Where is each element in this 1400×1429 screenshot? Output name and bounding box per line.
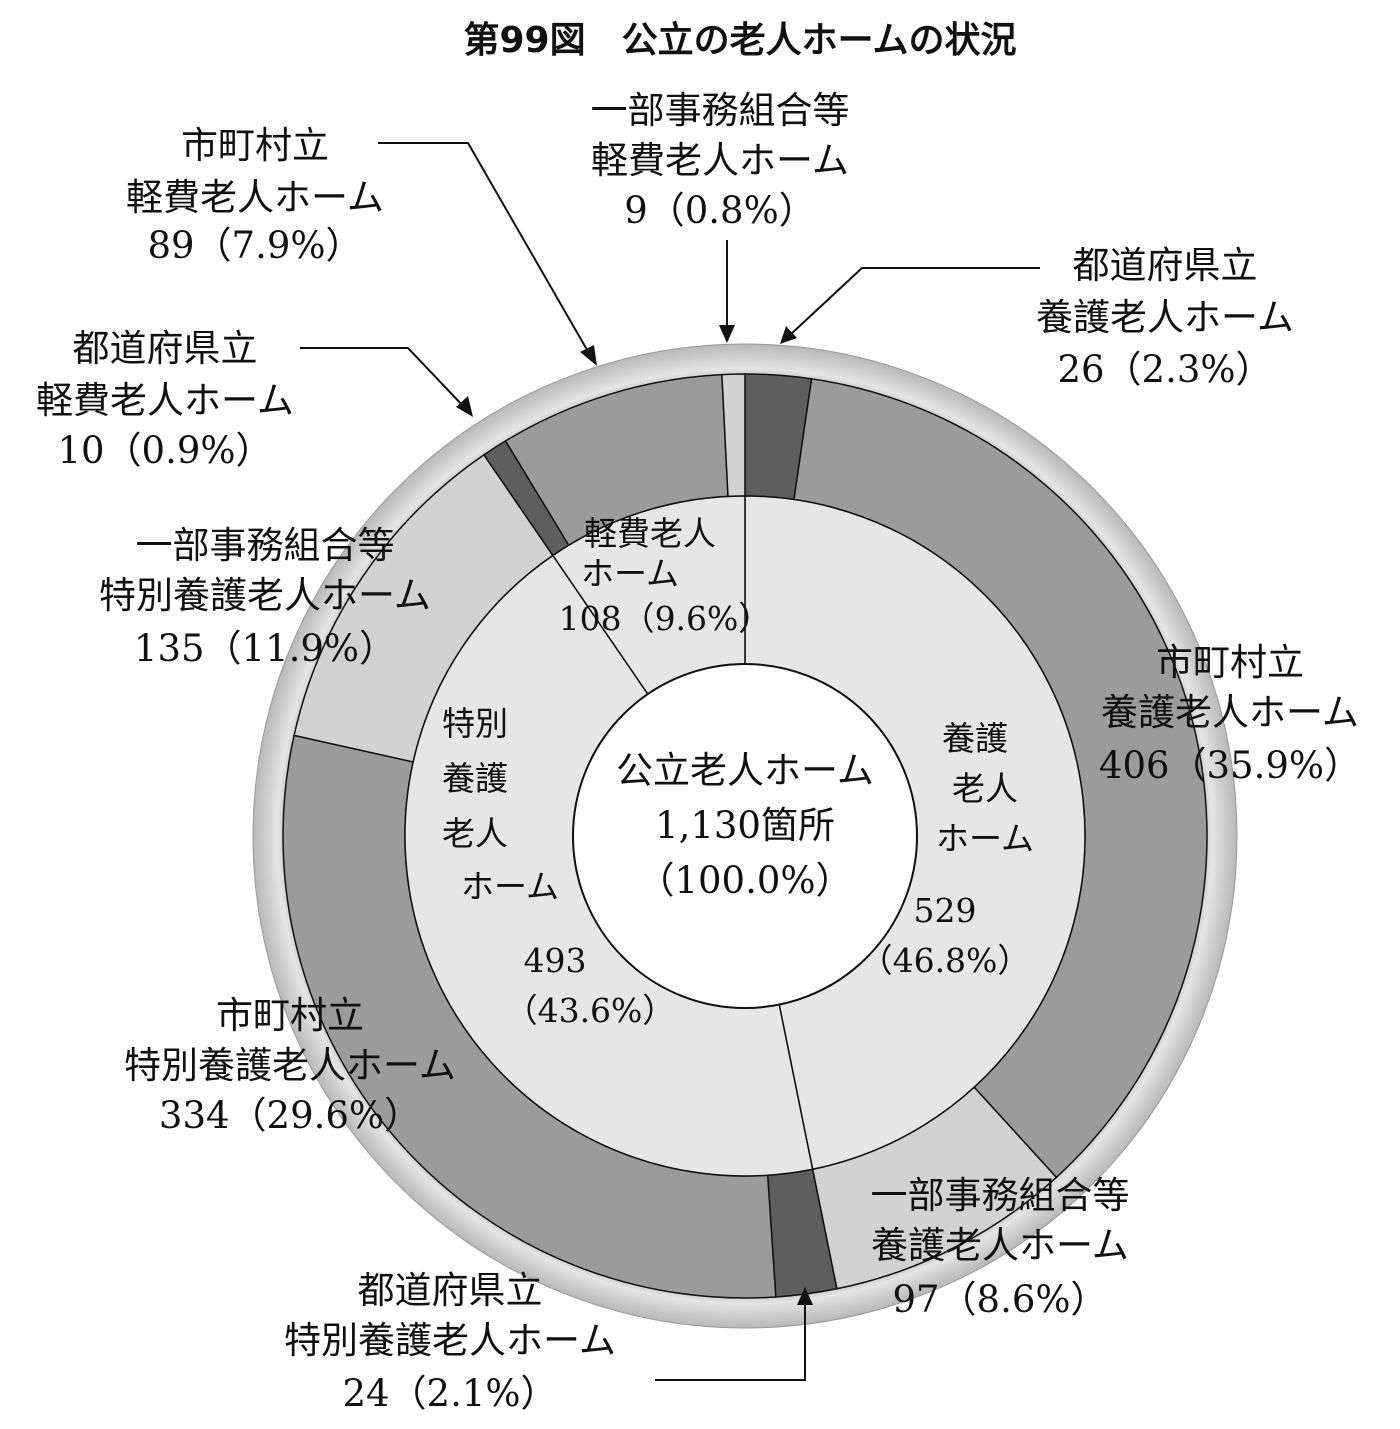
svg-text:養護老人ホーム: 養護老人ホーム (1036, 296, 1294, 339)
svg-text:9（0.8%）: 9（0.8%） (624, 189, 816, 232)
label-union-tokuyo: 一部事務組合等 特別養護老人ホーム 135（11.9%） (99, 524, 431, 670)
svg-text:10（0.9%）: 10（0.9%） (57, 429, 272, 472)
svg-text:都道府県立: 都道府県立 (358, 1269, 543, 1312)
center-label-count: 1,130箇所 (655, 804, 835, 847)
svg-text:軽費老人ホーム: 軽費老人ホーム (591, 139, 849, 182)
leader-city-keihi (378, 142, 591, 356)
leader-pref-yogo (789, 267, 1040, 336)
center-label-pct: （100.0%） (637, 859, 852, 902)
svg-text:都道府県立: 都道府県立 (73, 327, 258, 370)
svg-text:406（35.9%）: 406（35.9%） (1099, 744, 1361, 787)
svg-text:97（8.6%）: 97（8.6%） (892, 1278, 1107, 1321)
svg-text:26（2.3%）: 26（2.3%） (1057, 348, 1272, 391)
inner-label-keihi-1: 軽費老人 (584, 514, 716, 553)
svg-text:135（11.9%）: 135（11.9%） (134, 627, 396, 670)
arrow-head (780, 326, 797, 344)
inner-value-yogo: 529 (914, 891, 977, 930)
label-union-yogo: 一部事務組合等 養護老人ホーム 97（8.6%） (871, 1174, 1130, 1321)
leader-pref-tokuyo (655, 1300, 806, 1381)
inner-value-tokuyo: 493 (524, 941, 587, 980)
svg-text:都道府県立: 都道府県立 (1073, 244, 1258, 287)
leader-lines (300, 142, 1040, 1381)
inner-value-keihi: 108（9.6%） (559, 599, 772, 638)
label-city-keihi: 市町村立 軽費老人ホーム 89（7.9%） (126, 124, 384, 267)
arrow-head (797, 1287, 813, 1305)
inner-label-yogo-2: 老人 (952, 769, 1018, 808)
label-pref-tokuyo: 都道府県立 特別養護老人ホーム 24（2.1%） (284, 1269, 616, 1415)
center-circle (572, 663, 918, 1009)
svg-text:養護老人ホーム: 養護老人ホーム (1101, 691, 1359, 734)
svg-text:軽費老人ホーム: 軽費老人ホーム (126, 176, 384, 219)
svg-text:89（7.9%）: 89（7.9%） (147, 224, 362, 267)
svg-text:一部事務組合等: 一部事務組合等 (871, 1174, 1130, 1217)
svg-text:特別養護老人ホーム: 特別養護老人ホーム (284, 1319, 616, 1362)
arrow-head (456, 396, 473, 417)
inner-pct-tokuyo: （43.6%） (505, 991, 676, 1030)
arrow-head (580, 345, 597, 366)
svg-text:市町村立: 市町村立 (1156, 641, 1304, 684)
inner-label-tokuyo-4: ホーム (461, 867, 559, 906)
svg-text:特別養護老人ホーム: 特別養護老人ホーム (99, 574, 431, 617)
svg-text:軽費老人ホーム: 軽費老人ホーム (36, 379, 294, 422)
svg-text:養護老人ホーム: 養護老人ホーム (871, 1224, 1129, 1267)
svg-text:一部事務組合等: 一部事務組合等 (136, 524, 395, 567)
inner-label-tokuyo-3: 老人 (442, 814, 508, 853)
svg-text:334（29.6%）: 334（29.6%） (159, 1094, 421, 1137)
inner-label-tokuyo-1: 特別 (442, 704, 508, 743)
label-union-keihi: 一部事務組合等 軽費老人ホーム 9（0.8%） (591, 89, 850, 232)
center-label-title: 公立老人ホーム (616, 749, 874, 792)
inner-pct-yogo: （46.8%） (860, 941, 1031, 980)
svg-text:一部事務組合等: 一部事務組合等 (591, 89, 850, 132)
label-city-tokuyo: 市町村立 特別養護老人ホーム 334（29.6%） (124, 994, 456, 1137)
label-pref-keihi: 都道府県立 軽費老人ホーム 10（0.9%） (36, 327, 294, 472)
inner-label-yogo-3: ホーム (936, 819, 1034, 858)
chart-title: 第99図 公立の老人ホームの状況 (463, 20, 1016, 61)
arrow-head (719, 325, 735, 343)
label-pref-yogo: 都道府県立 養護老人ホーム 26（2.3%） (1036, 244, 1294, 391)
inner-label-tokuyo-2: 養護 (442, 759, 508, 798)
svg-text:24（2.1%）: 24（2.1%） (342, 1372, 557, 1415)
svg-text:市町村立: 市町村立 (216, 994, 364, 1037)
inner-label-yogo-1: 養護 (942, 719, 1008, 758)
inner-label-keihi-2: ホーム (581, 554, 679, 593)
svg-text:特別養護老人ホーム: 特別養護老人ホーム (124, 1044, 456, 1087)
svg-text:市町村立: 市町村立 (181, 124, 329, 167)
leader-pref-keihi (300, 347, 466, 409)
label-city-yogo: 市町村立 養護老人ホーム 406（35.9%） (1099, 641, 1361, 787)
